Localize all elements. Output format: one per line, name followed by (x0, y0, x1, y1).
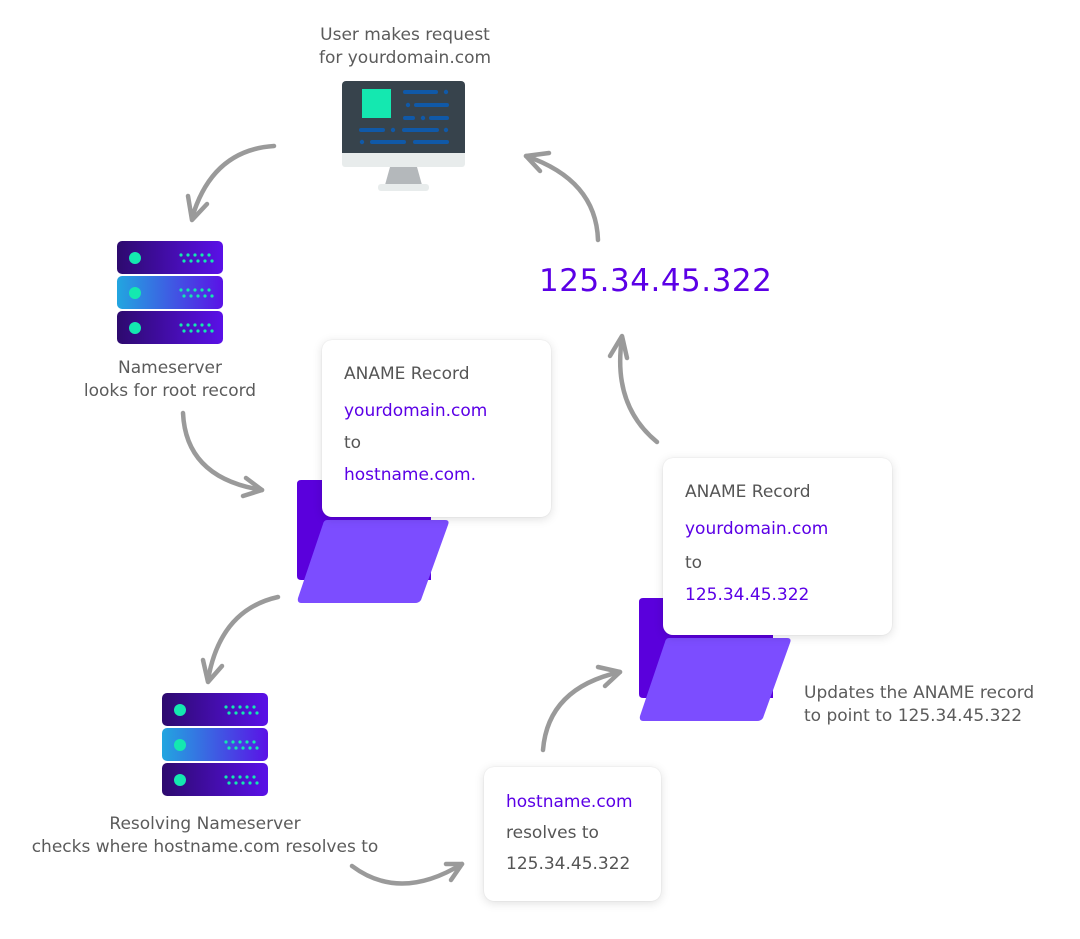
update-label-line2: to point to 125.34.45.322 (804, 706, 1023, 726)
resolving-server-stack-icon (162, 693, 268, 796)
user-label-line2: for yourdomain.com (318, 48, 492, 68)
arrow-ip-to-user (523, 150, 601, 243)
card1-target: hostname.com. (344, 465, 477, 485)
resolve-ip: 125.34.45.322 (506, 854, 631, 874)
card1-connector: to (344, 433, 362, 453)
aname-record-card-2: ANAME Record yourdomain.com to 125.34.45… (663, 458, 892, 635)
resolve-text: resolves to (506, 823, 599, 843)
card2-connector: to (685, 553, 703, 573)
nameserver-label-line1: Nameserver (118, 358, 222, 378)
server-stack-icon (117, 241, 223, 344)
user-label: User makes request for yourdomain.com (300, 24, 510, 70)
desktop-monitor-icon (342, 81, 465, 191)
card2-title: ANAME Record (685, 482, 811, 502)
nameserver-label: Nameserver looks for root record (60, 357, 280, 403)
arrow-card-to-folder (540, 664, 623, 753)
resolving-label-line2: checks where hostname.com resolves to (31, 837, 379, 857)
card1-title: ANAME Record (344, 364, 470, 384)
arrow-folder-to-ip (607, 333, 660, 445)
nameserver-label-line2: looks for root record (83, 381, 257, 401)
card2-from-domain: yourdomain.com (685, 519, 829, 539)
aname-record-card-1: ANAME Record yourdomain.com to hostname.… (322, 340, 551, 517)
arrow-resolving-to-card (349, 861, 465, 886)
resolving-nameserver-label: Resolving Nameserver checks where hostna… (10, 813, 400, 859)
user-label-line1: User makes request (320, 25, 490, 45)
update-label: Updates the ANAME record to point to 125… (804, 682, 1034, 728)
result-ip: 125.34.45.322 (539, 263, 773, 299)
resolving-label-line1: Resolving Nameserver (109, 814, 301, 834)
arrow-user-to-nameserver (185, 143, 277, 223)
update-label-line1: Updates the ANAME record (804, 683, 1035, 703)
card2-target: 125.34.45.322 (685, 585, 810, 605)
card1-from-domain: yourdomain.com (344, 401, 488, 421)
arrow-folder-to-resolving (200, 594, 281, 685)
resolve-host: hostname.com (506, 792, 633, 812)
resolve-card: hostname.com resolves to 125.34.45.322 (484, 767, 661, 901)
arrow-nameserver-to-folder (180, 410, 265, 499)
